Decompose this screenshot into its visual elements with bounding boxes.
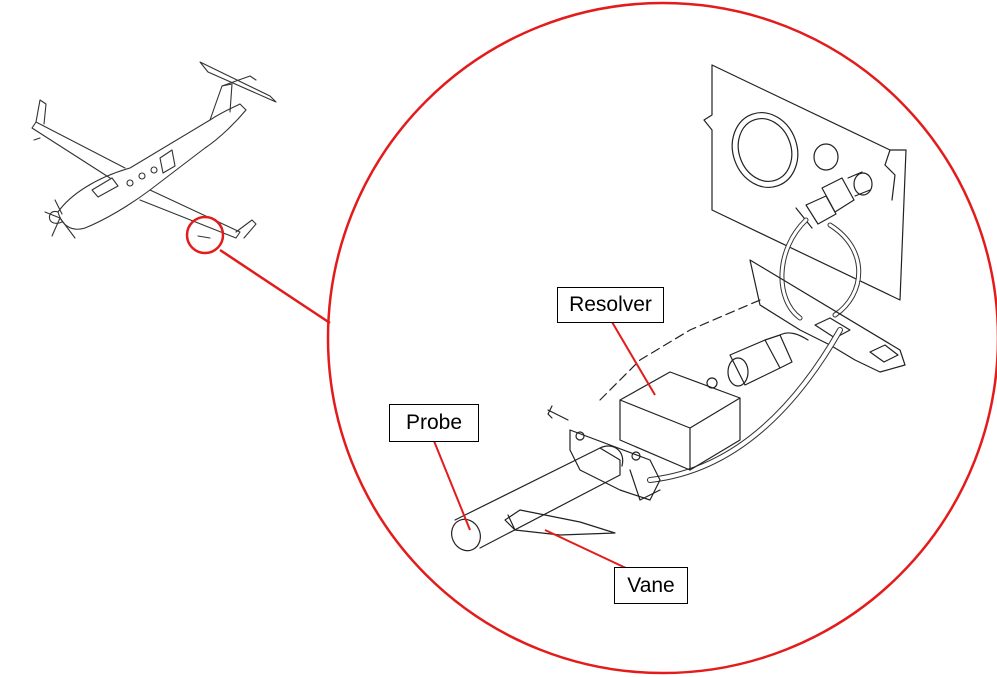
probe-tube xyxy=(451,445,624,552)
probe-leader-line xyxy=(433,440,471,531)
resolver-connector xyxy=(706,332,809,389)
cable-lower xyxy=(647,327,843,483)
resolver-label: Resolver xyxy=(557,287,664,323)
vane-leader-line xyxy=(544,529,629,570)
resolver-box xyxy=(619,371,741,471)
panel-opening xyxy=(731,112,799,188)
probe-label: Probe xyxy=(389,404,479,442)
probe-flange xyxy=(547,405,661,501)
resolver-leader-line xyxy=(611,321,656,396)
vane-blade xyxy=(504,509,616,536)
vane-label: Vane xyxy=(614,567,688,604)
aircraft-illustration xyxy=(31,61,277,239)
panel-connector xyxy=(795,171,873,229)
zoom-detail-circle xyxy=(326,1,997,675)
zoom-source-circle xyxy=(185,215,225,255)
cable-bracket xyxy=(749,259,906,373)
zoom-connector-line xyxy=(219,248,331,325)
mounting-panel xyxy=(703,64,907,301)
sensor-assembly-illustration xyxy=(451,64,907,552)
